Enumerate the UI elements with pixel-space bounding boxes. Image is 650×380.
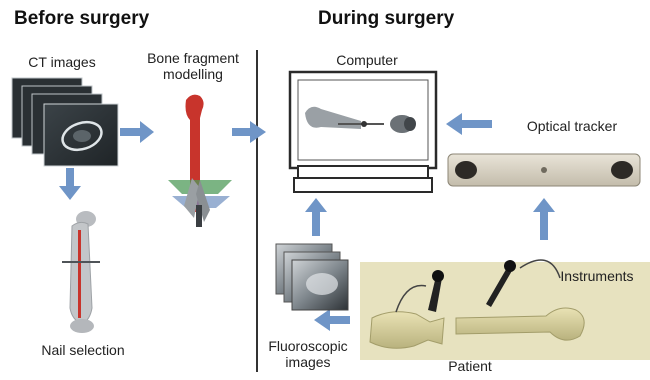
arrow-fluoro-to-computer (305, 198, 327, 236)
fluoroscopic-images-stack (276, 244, 348, 310)
arrow-patient-to-fluoro (314, 309, 350, 331)
arrow-tracker-to-computer (446, 113, 492, 135)
label-instruments: Instruments (548, 268, 646, 284)
label-bone-fragment: Bone fragment modelling (126, 50, 260, 82)
label-ct-images: CT images (14, 54, 110, 70)
label-fluoroscopic: Fluoroscopic images (256, 338, 360, 370)
label-optical-tracker: Optical tracker (508, 118, 636, 134)
label-bone-fragment-line2: modelling (126, 66, 260, 82)
arrow-instruments-to-tracker (533, 198, 555, 240)
label-fluoroscopic-line1: Fluoroscopic (256, 338, 360, 354)
label-patient: Patient (428, 358, 512, 374)
ct-images-stack (12, 78, 118, 166)
arrow-ct-to-nail (59, 168, 81, 200)
computer-monitor (290, 72, 436, 192)
arrow-ct-to-model (120, 121, 154, 143)
label-bone-fragment-line1: Bone fragment (126, 50, 260, 66)
label-fluoroscopic-line2: images (256, 354, 360, 370)
bone-fragment-model (168, 95, 232, 227)
arrow-model-to-computer (232, 121, 266, 143)
label-nail-selection: Nail selection (18, 342, 148, 358)
nail-selection-bone (62, 211, 100, 333)
optical-tracker (448, 154, 640, 186)
label-computer: Computer (322, 52, 412, 68)
